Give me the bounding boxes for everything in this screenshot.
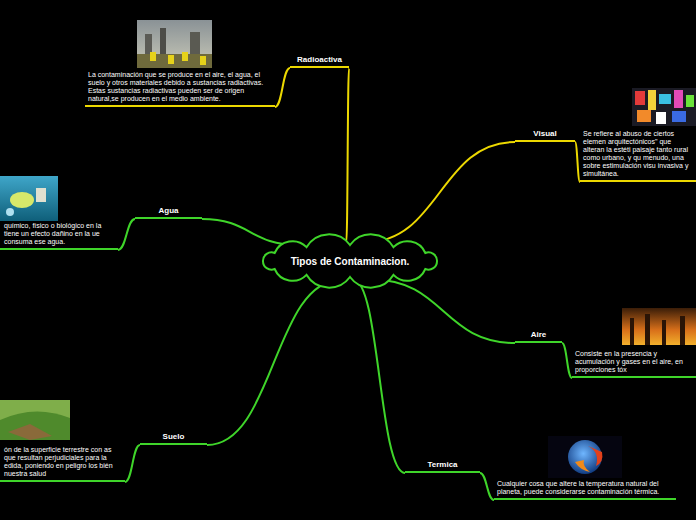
branch-description: químico, físico o biológico en la tiene …: [0, 222, 118, 250]
topic-label: Aire: [517, 330, 560, 340]
branch-connector: [202, 219, 298, 245]
topic-label: Visual: [517, 129, 573, 139]
cloud-shape: [263, 234, 437, 287]
branch-topic: Visual: [515, 129, 575, 142]
description-text: Se refiere al abuso de ciertos elemen ar…: [583, 130, 693, 178]
description-text: Cualquier cosa que altere la temperatura…: [497, 480, 673, 496]
thermal-picture: [548, 436, 622, 478]
branch-description: Consiste en la presencia y acumulación y…: [572, 350, 696, 378]
topic-label: Agua: [137, 206, 200, 216]
branch-topic: Termica: [405, 460, 480, 473]
branch-connector: [275, 68, 290, 107]
branch-description: ón de la superficie terrestre con as que…: [0, 446, 125, 482]
branch-connector: [118, 219, 135, 250]
description-text: La contaminación que se produce en el ai…: [88, 71, 272, 103]
description-text: ón de la superficie terrestre con as que…: [4, 446, 122, 478]
central-cloud: Tipos de Contaminacion.: [258, 240, 442, 282]
branch-description: Cualquier cosa que altere la temperatura…: [494, 480, 676, 500]
branch-topic: Aire: [515, 330, 562, 343]
branch-connector: [365, 142, 515, 243]
branch-connector: [125, 445, 140, 482]
air-picture: [622, 308, 696, 345]
description-text: químico, físico o biológico en la tiene …: [4, 222, 115, 246]
branch-topic: Suelo: [140, 432, 207, 445]
branch-connector: [372, 279, 515, 343]
branch-description: Se refiere al abuso de ciertos elemen ar…: [580, 130, 696, 182]
topic-label: Radioactiva: [292, 55, 347, 65]
visual-picture: [632, 88, 696, 126]
branch-description: La contaminación que se produce en el ai…: [85, 71, 275, 107]
branch-connector: [480, 473, 494, 500]
branch-connector: [207, 280, 341, 445]
topic-label: Suelo: [142, 432, 205, 442]
radioactive-picture: [137, 20, 212, 68]
branch-connector: [562, 343, 572, 378]
branch-topic: Agua: [135, 206, 202, 219]
description-text: Consiste en la presencia y acumulación y…: [575, 350, 693, 374]
central-title: Tipos de Contaminacion.: [291, 256, 410, 267]
branch-connector: [346, 68, 349, 243]
water-picture: [0, 176, 58, 221]
branch-topic: Radioactiva: [290, 55, 349, 68]
branch-connector: [354, 280, 405, 473]
soil-picture: [0, 400, 70, 440]
topic-label: Termica: [407, 460, 478, 470]
